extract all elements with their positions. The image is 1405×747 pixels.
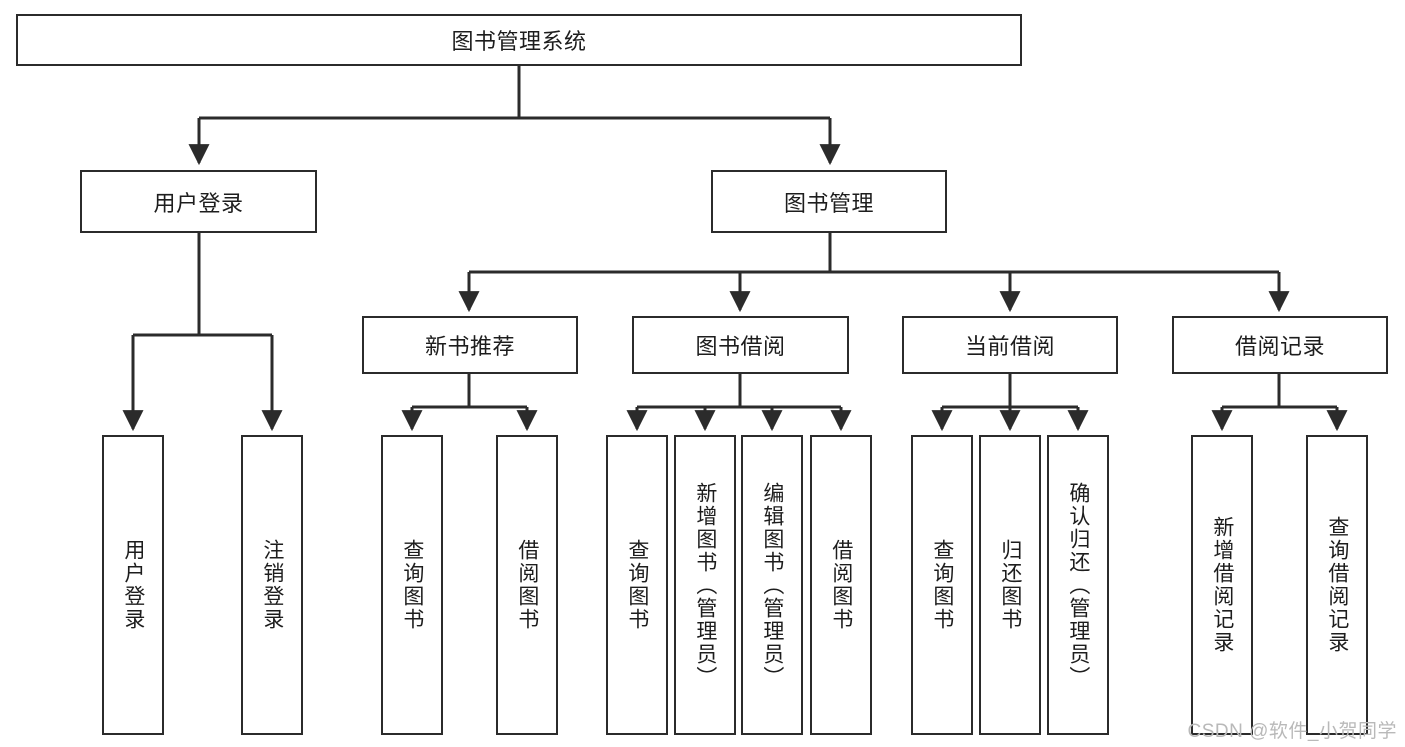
node-leaf-borrow-book-new[interactable]: 借阅图书 <box>496 435 558 735</box>
node-leaf-query-borrow-record[interactable]: 查询借阅记录 <box>1306 435 1368 735</box>
node-user-login[interactable]: 用户登录 <box>80 170 317 233</box>
node-current-borrow[interactable]: 当前借阅 <box>902 316 1118 374</box>
node-new-book-recommend[interactable]: 新书推荐 <box>362 316 578 374</box>
node-leaf-user-login[interactable]: 用户登录 <box>102 435 164 735</box>
node-leaf-return-book-label: 归还图书 <box>998 539 1022 631</box>
node-leaf-add-book-admin-label: 新增图书（管理员） <box>693 481 717 689</box>
node-borrow-record[interactable]: 借阅记录 <box>1172 316 1388 374</box>
node-leaf-add-borrow-record-label: 新增借阅记录 <box>1210 516 1234 654</box>
node-leaf-query-book-current-label: 查询图书 <box>930 539 954 631</box>
node-root-label: 图书管理系统 <box>451 29 587 54</box>
node-current-borrow-label: 当前借阅 <box>964 334 1055 359</box>
node-leaf-query-book-new-label: 查询图书 <box>400 539 424 631</box>
node-leaf-logout[interactable]: 注销登录 <box>241 435 303 735</box>
node-borrow-record-label: 借阅记录 <box>1234 334 1325 359</box>
node-leaf-user-login-label: 用户登录 <box>121 539 145 631</box>
node-leaf-edit-book-admin[interactable]: 编辑图书（管理员） <box>741 435 803 735</box>
node-book-borrow-label: 图书借阅 <box>695 334 786 359</box>
node-leaf-query-book-borrow[interactable]: 查询图书 <box>606 435 668 735</box>
node-leaf-logout-label: 注销登录 <box>260 539 284 631</box>
node-leaf-add-book-admin[interactable]: 新增图书（管理员） <box>674 435 736 735</box>
node-book-management[interactable]: 图书管理 <box>711 170 947 233</box>
node-leaf-borrow-book[interactable]: 借阅图书 <box>810 435 872 735</box>
node-leaf-add-borrow-record[interactable]: 新增借阅记录 <box>1191 435 1253 735</box>
node-leaf-query-book-new[interactable]: 查询图书 <box>381 435 443 735</box>
node-book-management-label: 图书管理 <box>783 190 874 216</box>
node-leaf-confirm-return-admin[interactable]: 确认归还（管理员） <box>1047 435 1109 735</box>
node-leaf-query-book-current[interactable]: 查询图书 <box>911 435 973 735</box>
node-leaf-return-book[interactable]: 归还图书 <box>979 435 1041 735</box>
node-leaf-borrow-book-new-label: 借阅图书 <box>515 539 539 631</box>
node-root[interactable]: 图书管理系统 <box>16 14 1022 66</box>
node-leaf-query-book-borrow-label: 查询图书 <box>625 539 649 631</box>
node-book-borrow[interactable]: 图书借阅 <box>632 316 849 374</box>
node-leaf-confirm-return-admin-label: 确认归还（管理员） <box>1066 481 1090 689</box>
node-user-login-label: 用户登录 <box>153 190 244 216</box>
node-leaf-borrow-book-label: 借阅图书 <box>829 539 853 631</box>
node-leaf-query-borrow-record-label: 查询借阅记录 <box>1325 516 1349 654</box>
node-new-book-recommend-label: 新书推荐 <box>424 334 515 359</box>
watermark: CSDN @软件_小贺同学 <box>1187 721 1397 742</box>
node-leaf-edit-book-admin-label: 编辑图书（管理员） <box>760 481 784 689</box>
